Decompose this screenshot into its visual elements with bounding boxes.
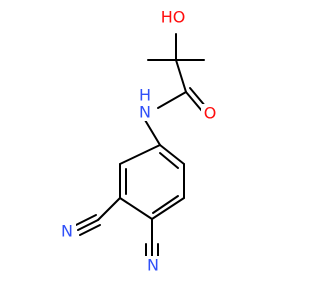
n-ring-bond [144,119,161,146]
amide-nitrogen-label: N [139,103,151,122]
amide-hydrogen-label: H [139,86,151,105]
carbonyl-double-bond-b [189,87,207,108]
carbonyl-double-bond-a [185,91,203,112]
nitrile-1-triple-b [75,214,97,226]
nitrile-1-triple-c [79,224,101,236]
nitrile-1-triple-a [77,219,99,231]
ring-bond-3 [119,197,153,220]
ring-bond-4 [151,197,185,220]
ring-bond-6 [159,144,185,165]
ring-bond-1 [119,144,161,165]
nitrile-1-single-bond [97,197,121,221]
nitrile-nitrogen-2-label-bg [144,256,162,276]
molecule-canvas: HO H N O N N [58,7,219,276]
carbonyl-oxygen-label-bg [201,104,219,124]
amide-nitrogen-label-bg [136,91,154,121]
nitrile-nitrogen-1-label: N [61,222,73,241]
nitrile-nitrogen-1-label-bg [58,222,76,242]
carbonyl-oxygen-label: O [204,104,217,123]
alpha-carbonyl-bond [175,59,187,93]
ring-inner-bond-2 [152,195,179,214]
atom-label-group: HO H N O N N [61,8,216,275]
amide-c-n-bond [157,91,187,109]
hydroxyl-label: HO [161,8,186,27]
molecule-structure: HO H N O N N [58,7,219,276]
hydroxyl-label-bg [158,8,188,28]
label-background-group [58,8,219,276]
bond-group [75,33,207,263]
ring-inner-bond-3 [159,152,179,169]
nitrile-nitrogen-2-label: N [147,256,159,275]
